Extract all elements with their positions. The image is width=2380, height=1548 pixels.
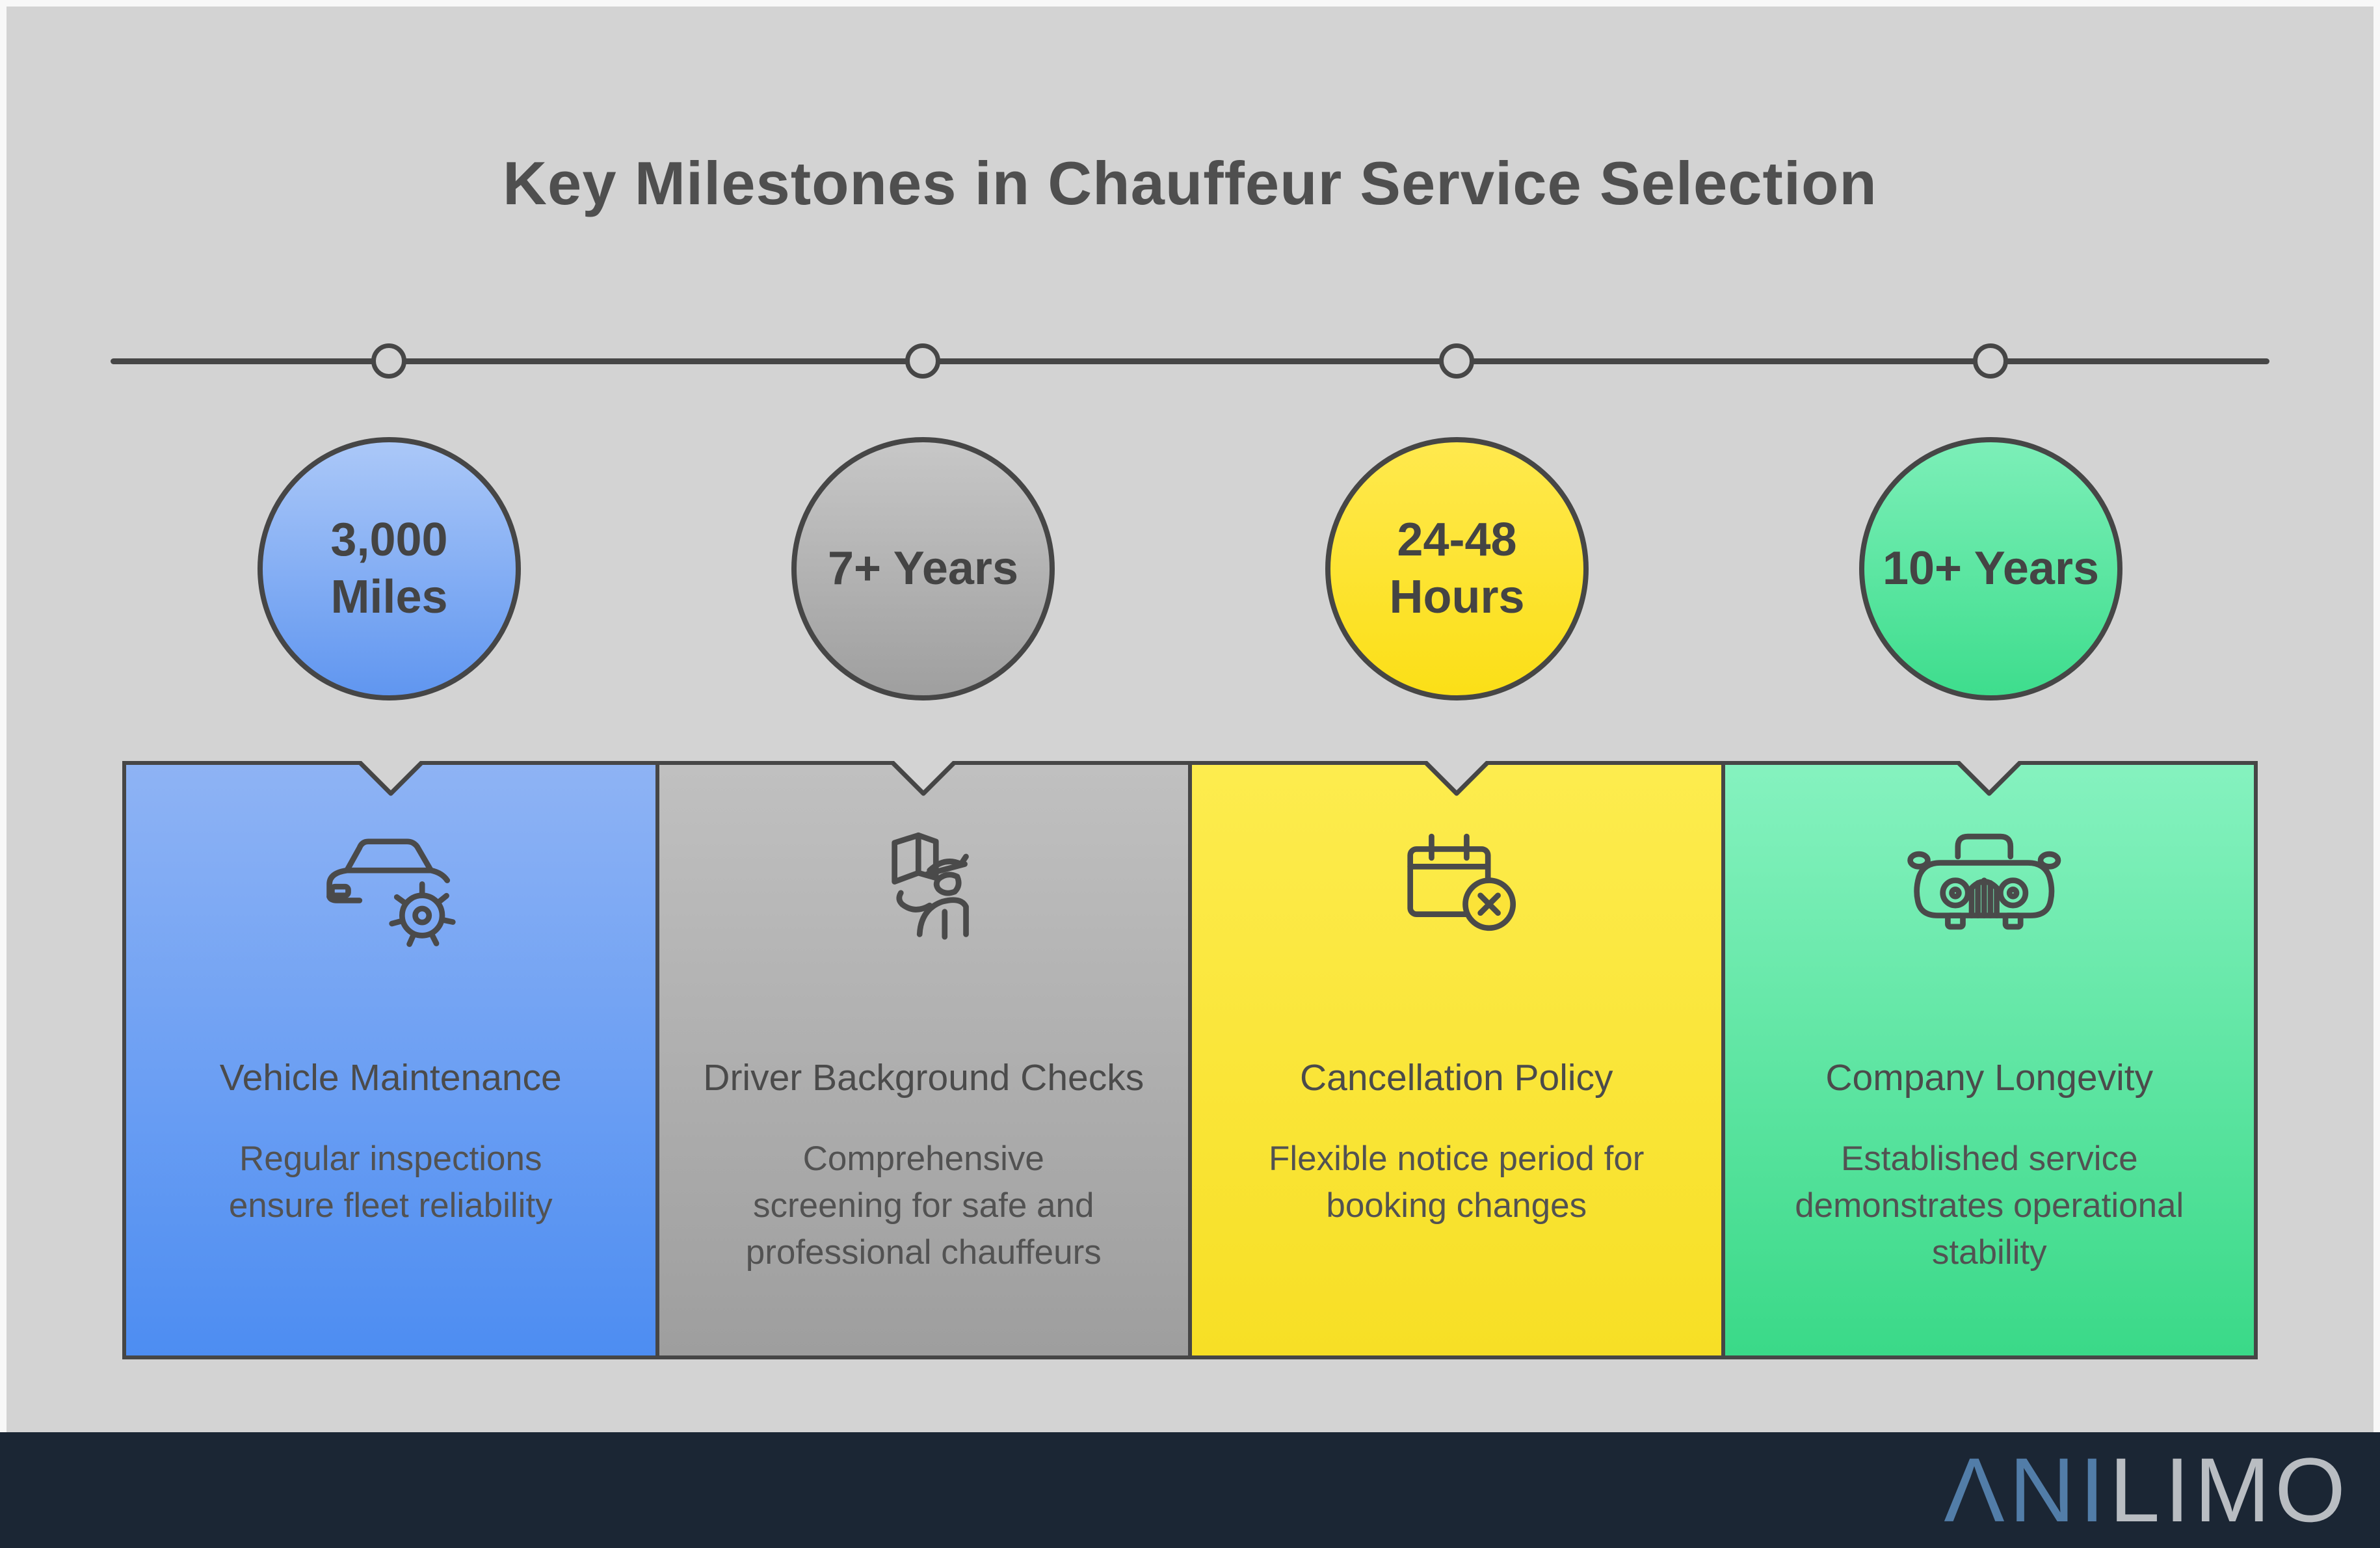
card-notch — [890, 761, 958, 796]
card-driver-background-checks: Driver Background Checks Comprehensive s… — [659, 761, 1192, 1359]
limo-front-icon — [1906, 821, 2072, 960]
milestone-circle-vehicle-maintenance: 3,000 Miles — [258, 437, 521, 701]
timeline-node-4 — [1973, 343, 2008, 379]
card-notch — [356, 761, 425, 796]
card-title: Driver Background Checks — [703, 1057, 1144, 1099]
timeline-node-1 — [371, 343, 406, 379]
card-notch — [1955, 761, 2024, 796]
card-title: Company Longevity — [1825, 1057, 2154, 1099]
card-title: Cancellation Policy — [1299, 1057, 1613, 1099]
card-body: Regular inspections ensure fleet reliabi… — [228, 1140, 553, 1225]
card-company-longevity: Company Longevity Established service de… — [1725, 761, 2258, 1359]
milestone-circle-driver-checks: 7+ Years — [791, 437, 1055, 701]
canvas: Key Milestones in Chauffeur Service Sele… — [7, 7, 2373, 1541]
card-body: Flexible notice period for booking chang… — [1269, 1140, 1645, 1225]
footer-bar: ΛNILIMO — [0, 1432, 2380, 1548]
milestone-circle-cancellation: 24-48 Hours — [1325, 437, 1589, 701]
chauffeur-check-icon — [840, 821, 1007, 960]
timeline-node-3 — [1439, 343, 1474, 379]
card-body: Established service demonstrates operati… — [1795, 1140, 2184, 1272]
timeline-line — [111, 358, 2269, 364]
car-gear-icon — [308, 821, 474, 960]
brand-logo: ΛNILIMO — [1944, 1445, 2350, 1536]
card-body: Comprehensive screening for safe and pro… — [745, 1140, 1102, 1272]
card-notch — [1422, 761, 1490, 796]
page-title: Key Milestones in Chauffeur Service Sele… — [503, 149, 1877, 217]
milestone-circle-longevity: 10+ Years — [1859, 437, 2122, 701]
card-title: Vehicle Maintenance — [219, 1057, 562, 1099]
brand-logo-prefix: ΛNI — [1944, 1439, 2109, 1541]
cards-row: Vehicle Maintenance Regular inspections … — [122, 761, 2258, 1359]
timeline-node-2 — [905, 343, 940, 379]
calendar-cancel-icon — [1373, 821, 1540, 960]
card-vehicle-maintenance: Vehicle Maintenance Regular inspections … — [122, 761, 659, 1359]
brand-logo-suffix: LIMO — [2109, 1439, 2350, 1541]
card-cancellation-policy: Cancellation Policy Flexible notice peri… — [1192, 761, 1725, 1359]
